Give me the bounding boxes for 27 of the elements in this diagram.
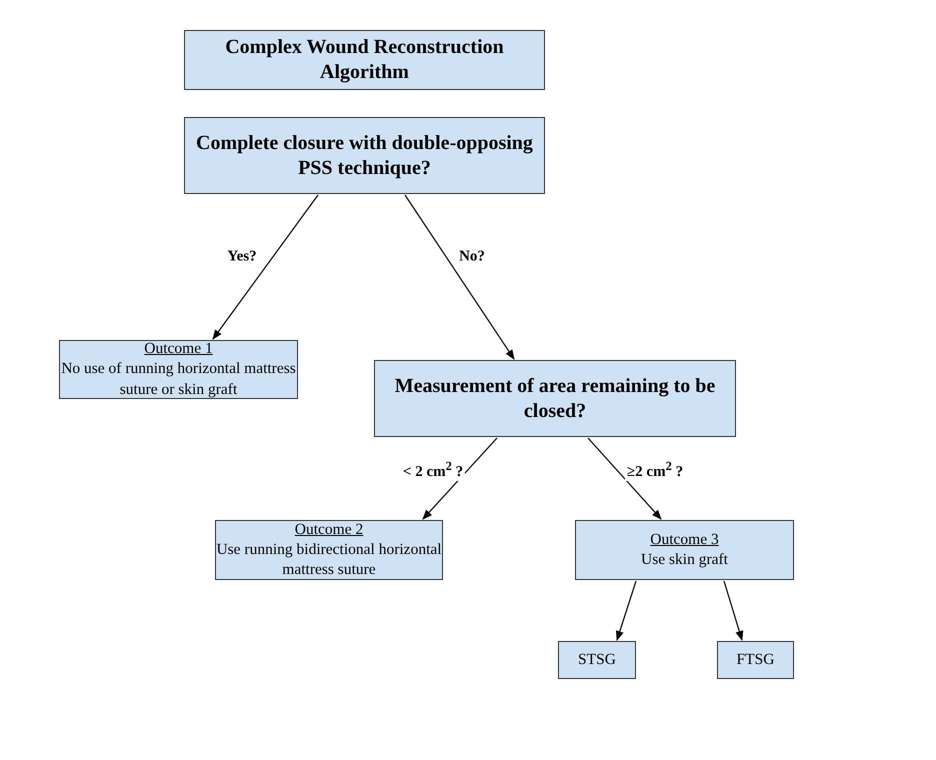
outcome-box [59,340,298,399]
outcome-heading: Outcome 1 [144,339,213,360]
decision-box [184,117,545,194]
outcome-box [558,641,636,679]
box-text: STSG [578,650,616,670]
box-text: Use skin graft [641,550,728,570]
decision-box [374,360,736,437]
box-text: Use running bidirectional horizontal mattress suture [216,540,442,580]
arrow [616,580,637,641]
box-text: Complex Wound Reconstruction Algorithm [224,35,505,85]
decision-box [184,30,545,90]
arrow [212,194,318,340]
box-text: Measurement of area remaining to be closed? [394,374,716,424]
edge-label: ≥2 cm$^{2}$ ? [624,459,686,481]
arrow [723,580,744,641]
outcome-heading: Outcome 2 [294,520,364,540]
box-text: No use of running horizontal mattress suture or skin graft [60,359,297,400]
box-text: FTSG [736,650,774,670]
outcome-box [575,520,794,580]
edge-label: < 2 cm$^{2}$ ? [400,459,466,481]
box-text: Complete closure with double-opposing PSS technique? [195,130,534,180]
outcome-box [717,641,794,679]
arrow [422,438,498,520]
outcome-heading: Outcome 3 [650,530,719,550]
arrow [404,194,515,360]
arrow [588,438,662,520]
outcome-box [215,520,443,580]
